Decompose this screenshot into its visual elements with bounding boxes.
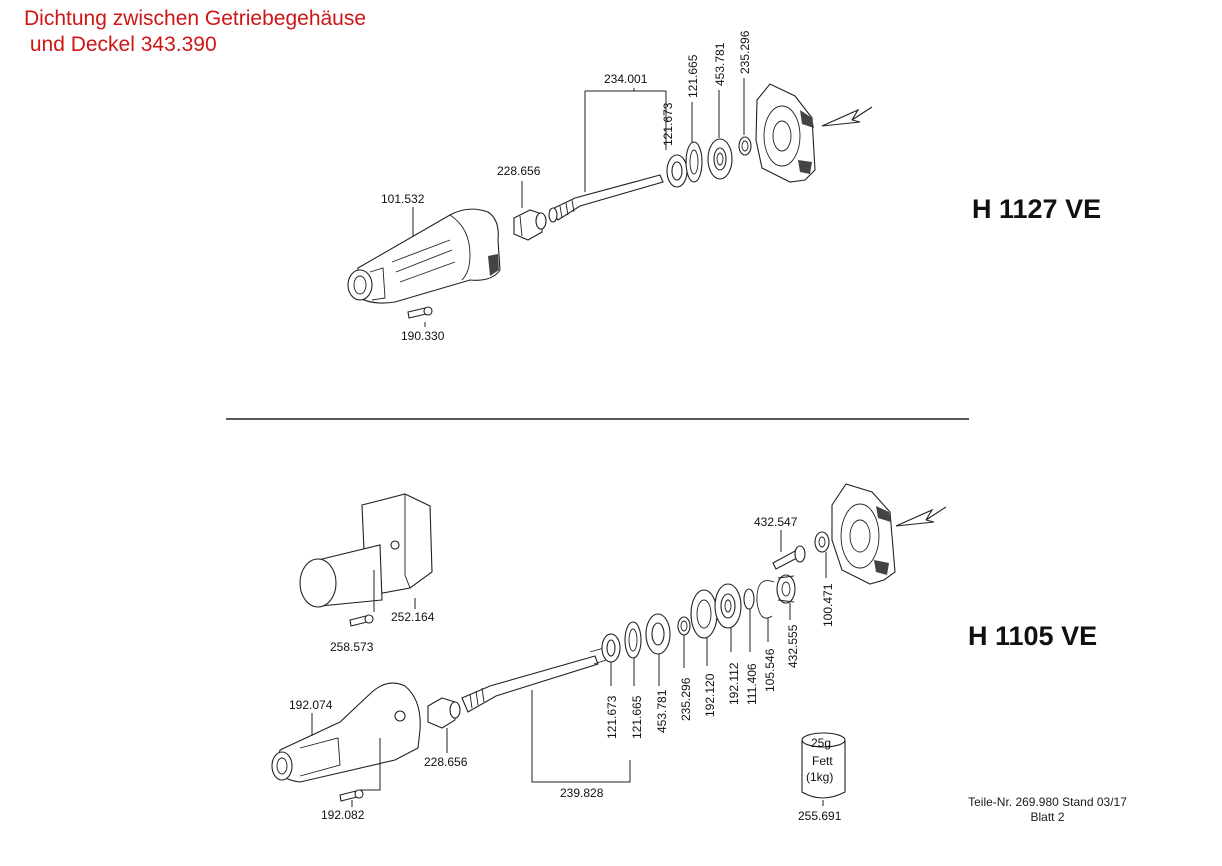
label-235296-bottom: 235.296 [679, 677, 693, 721]
label-100471: 100.471 [821, 583, 835, 627]
bottom-assembly: 252.164 258.573 192.074 192.082 228.656 … [271, 483, 947, 823]
label-432555: 432.555 [786, 624, 800, 668]
adapter-252164-part [299, 493, 433, 608]
bearing-192112-part [714, 583, 742, 629]
footer-part-number: Teile-Nr. 269.980 Stand 03/17 [968, 795, 1127, 809]
grease-can-package: (1kg) [806, 770, 833, 784]
washer-192120-part [690, 589, 718, 639]
label-192074: 192.074 [289, 698, 333, 712]
label-235296-top: 235.296 [738, 30, 752, 74]
label-239828: 239.828 [560, 786, 604, 800]
nut-228656-bottom-part [427, 697, 461, 729]
label-190330-top: 190.330 [401, 329, 445, 343]
label-432547: 432.547 [754, 515, 798, 529]
label-121673-top: 121.673 [661, 102, 675, 146]
label-192082: 192.082 [321, 808, 365, 822]
screw-192082-part [339, 789, 364, 802]
grease-can-255691-part [801, 732, 846, 799]
footer-sheet: Blatt 2 [1030, 810, 1065, 824]
label-228656-bottom: 228.656 [424, 755, 468, 769]
shaft-239828-part [461, 647, 607, 713]
label-192112: 192.112 [727, 662, 741, 705]
screw-190330-part [407, 306, 433, 319]
model-title-bottom: H 1105 VE [968, 621, 1098, 651]
model-title-top: H 1127 VE [972, 194, 1102, 224]
washer-121665-part [685, 141, 703, 183]
grease-can-weight: 25g [811, 736, 831, 750]
label-121665-top: 121.665 [686, 54, 700, 98]
label-101532-top: 101.532 [381, 192, 425, 206]
label-192120: 192.120 [703, 673, 717, 717]
label-453781-bottom: 453.781 [655, 689, 669, 733]
shaft-234001-part [548, 174, 664, 223]
seal-note-line1: Dichtung zwischen Getriebegehäuse [24, 7, 367, 30]
screw-258573-part [349, 614, 374, 627]
seal-note-line2: und Deckel 343.390 [24, 33, 217, 56]
seal-note: Dichtung zwischen Getriebegehäuse und De… [24, 6, 366, 58]
label-121665-bottom: 121.665 [630, 695, 644, 739]
label-258573: 258.573 [330, 640, 374, 654]
arrow-top-icon [821, 106, 873, 127]
bearing-453781-bottom-part [645, 613, 671, 655]
bearing-121673-bottom-part [601, 633, 621, 663]
washer-121665-bottom-part [624, 621, 642, 659]
ring-111406-part [743, 588, 755, 610]
bearing-453781-part [707, 138, 733, 180]
nut-235296-bottom-part [677, 616, 691, 636]
label-228656-top: 228.656 [497, 164, 541, 178]
nut-228656-part [513, 209, 547, 241]
label-105546: 105.546 [763, 648, 777, 692]
label-453781-top: 453.781 [713, 42, 727, 86]
housing-101532-part [347, 208, 501, 304]
grease-can-content: Fett [812, 754, 833, 768]
footer-info: Teile-Nr. 269.980 Stand 03/17 Blatt 2 [955, 795, 1140, 825]
label-121673-bottom: 121.673 [605, 695, 619, 739]
gear-cover-top-part [755, 83, 816, 183]
housing-192074-part [271, 682, 421, 783]
bearing-121673-part [666, 154, 688, 188]
label-111406: 111.406 [745, 663, 759, 705]
label-255691: 255.691 [798, 809, 842, 823]
top-assembly: 101.532 190.330 228.656 234.001 121.673 … [347, 30, 873, 343]
arrow-bottom-icon [895, 506, 947, 527]
pin-432547-part [772, 545, 806, 570]
nut-235296-part [738, 136, 752, 156]
gear-cover-bottom-part [831, 483, 896, 585]
gear-432555-part [776, 574, 796, 604]
label-252164: 252.164 [391, 610, 435, 624]
circlip-105546-part [756, 580, 775, 619]
label-234001-top: 234.001 [604, 72, 648, 86]
washer-100471-part [814, 531, 830, 553]
